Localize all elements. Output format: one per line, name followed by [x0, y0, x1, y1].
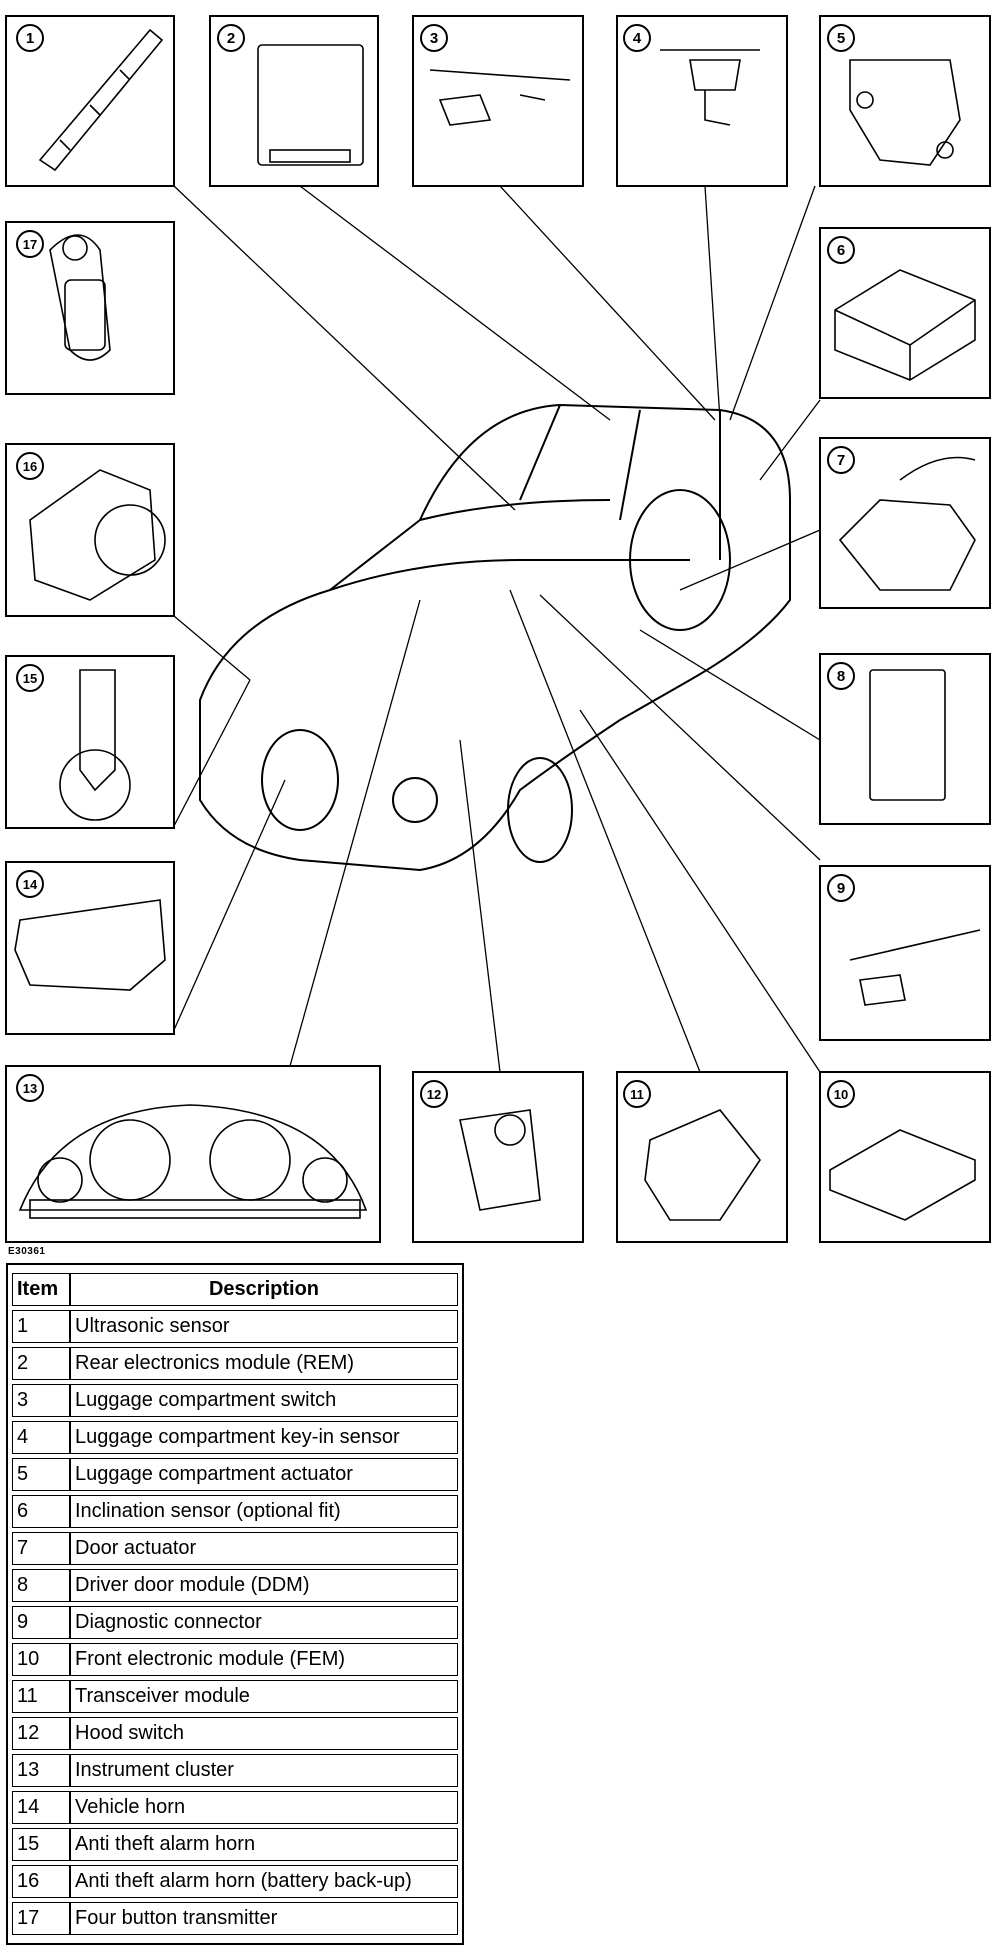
- component-box-4: [616, 15, 788, 187]
- svg-text:7: 7: [837, 452, 845, 469]
- legend-item: 10: [12, 1643, 70, 1676]
- legend-item: 9: [12, 1606, 70, 1639]
- component-box-5: [819, 15, 991, 187]
- legend-description: Luggage compartment actuator: [70, 1458, 458, 1491]
- legend-item: 3: [12, 1384, 70, 1417]
- svg-text:12: 12: [427, 1087, 441, 1102]
- legend-description: Vehicle horn: [70, 1791, 458, 1824]
- component-box-10: [819, 1071, 991, 1243]
- svg-text:15: 15: [23, 671, 37, 686]
- figure-reference: E30361: [8, 1246, 46, 1257]
- component-box-13: [5, 1065, 381, 1243]
- legend-item: 4: [12, 1421, 70, 1454]
- svg-text:11: 11: [630, 1087, 644, 1102]
- legend-description: Transceiver module: [70, 1680, 458, 1713]
- svg-text:13: 13: [23, 1081, 37, 1096]
- legend-description: Diagnostic connector: [70, 1606, 458, 1639]
- legend-header-description: Description: [70, 1273, 458, 1306]
- legend-item: 14: [12, 1791, 70, 1824]
- legend-description: Driver door module (DDM): [70, 1569, 458, 1602]
- svg-text:9: 9: [837, 880, 845, 897]
- legend-item: 17: [12, 1902, 70, 1935]
- legend-description: Instrument cluster: [70, 1754, 458, 1787]
- legend-description: Luggage compartment switch: [70, 1384, 458, 1417]
- component-box-15: [5, 655, 175, 829]
- svg-text:6: 6: [837, 242, 845, 259]
- component-box-17: [5, 221, 175, 395]
- legend-item: 6: [12, 1495, 70, 1528]
- legend-item: 15: [12, 1828, 70, 1861]
- legend-description: Door actuator: [70, 1532, 458, 1565]
- legend-item: 8: [12, 1569, 70, 1602]
- svg-text:14: 14: [23, 877, 38, 892]
- legend-description: Luggage compartment key-in sensor: [70, 1421, 458, 1454]
- legend-item: 16: [12, 1865, 70, 1898]
- component-box-14: [5, 861, 175, 1035]
- svg-text:1: 1: [26, 30, 34, 47]
- legend-description: Hood switch: [70, 1717, 458, 1750]
- svg-text:16: 16: [23, 459, 37, 474]
- legend-description: Anti theft alarm horn (battery back-up): [70, 1865, 458, 1898]
- legend-description: Four button transmitter: [70, 1902, 458, 1935]
- svg-text:10: 10: [834, 1087, 848, 1102]
- svg-text:2: 2: [227, 30, 235, 47]
- legend-item: 5: [12, 1458, 70, 1491]
- svg-text:8: 8: [837, 668, 845, 685]
- component-box-9: [819, 865, 991, 1041]
- component-box-12: [412, 1071, 584, 1243]
- legend-description: Ultrasonic sensor: [70, 1310, 458, 1343]
- legend-description: Inclination sensor (optional fit): [70, 1495, 458, 1528]
- legend-item: 7: [12, 1532, 70, 1565]
- component-box-8: [819, 653, 991, 825]
- svg-text:3: 3: [430, 30, 438, 47]
- component-box-7: [819, 437, 991, 609]
- component-box-6: [819, 227, 991, 399]
- legend-header-row: Item Description: [12, 1273, 458, 1306]
- legend-description: Anti theft alarm horn: [70, 1828, 458, 1861]
- svg-text:4: 4: [633, 30, 642, 47]
- component-box-2: [209, 15, 379, 187]
- legend-item: 2: [12, 1347, 70, 1380]
- legend-item: 1: [12, 1310, 70, 1343]
- legend-item: 12: [12, 1717, 70, 1750]
- legend-description: Front electronic module (FEM): [70, 1643, 458, 1676]
- legend-header-item: Item: [12, 1273, 70, 1306]
- component-box-1: [5, 15, 175, 187]
- svg-text:17: 17: [23, 237, 37, 252]
- component-box-16: [5, 443, 175, 617]
- legend-item: 11: [12, 1680, 70, 1713]
- component-box-3: [412, 15, 584, 187]
- svg-text:5: 5: [837, 30, 845, 47]
- legend-description: Rear electronics module (REM): [70, 1347, 458, 1380]
- component-box-11: [616, 1071, 788, 1243]
- legend-item: 13: [12, 1754, 70, 1787]
